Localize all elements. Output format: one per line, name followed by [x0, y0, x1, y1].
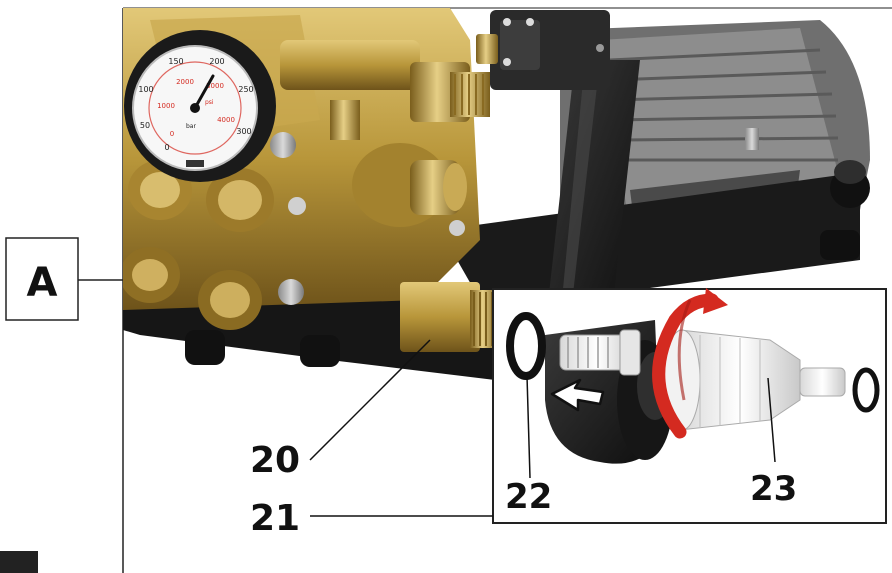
handle-tube [545, 60, 640, 330]
gauge-psi-0: 0 [170, 130, 174, 138]
leader-23 [767, 377, 776, 463]
gauge-tick-200: 200 [209, 57, 224, 66]
section-callout-a: A [5, 237, 123, 321]
rotation-arrow [652, 288, 728, 439]
part-number-22: 22 [505, 477, 552, 517]
switch-box [476, 10, 610, 90]
filter-strainer [559, 329, 641, 376]
corner-marker [0, 551, 38, 573]
pressure-gauge: 0 50 100 150 200 250 300 0 1000 2000 300… [124, 30, 276, 182]
gauge-needle [193, 74, 215, 110]
section-label-a: A [27, 260, 58, 306]
part-number-21: 21 [250, 498, 300, 539]
gauge-tick-100: 100 [138, 85, 153, 94]
gauge-unit-bar: bar [186, 123, 196, 130]
gauge-psi-4000: 4000 [217, 116, 235, 124]
gauge-psi-2000: 2000 [176, 78, 194, 86]
gauge-tick-50: 50 [140, 121, 150, 130]
leader-22 [526, 375, 531, 479]
gauge-tick-300: 300 [236, 127, 251, 136]
gauge-tick-0: 0 [164, 143, 169, 152]
gauge-tick-250: 250 [238, 85, 253, 94]
part-number-20: 20 [250, 440, 300, 481]
gauge-outer-scale: 0 50 100 150 200 250 300 [138, 57, 253, 152]
gauge-unit-psi: psi [205, 99, 214, 106]
leader-20 [309, 339, 431, 461]
detail-inset [492, 288, 887, 524]
gauge-inner-scale: 0 1000 2000 3000 4000 [157, 78, 235, 138]
o-ring-22 [506, 312, 546, 380]
push-arrow [550, 378, 605, 412]
part-number-23: 23 [750, 469, 797, 509]
gauge-psi-3000: 3000 [206, 82, 224, 90]
gauge-psi-1000: 1000 [157, 102, 175, 110]
gauge-tick-150: 150 [168, 57, 183, 66]
